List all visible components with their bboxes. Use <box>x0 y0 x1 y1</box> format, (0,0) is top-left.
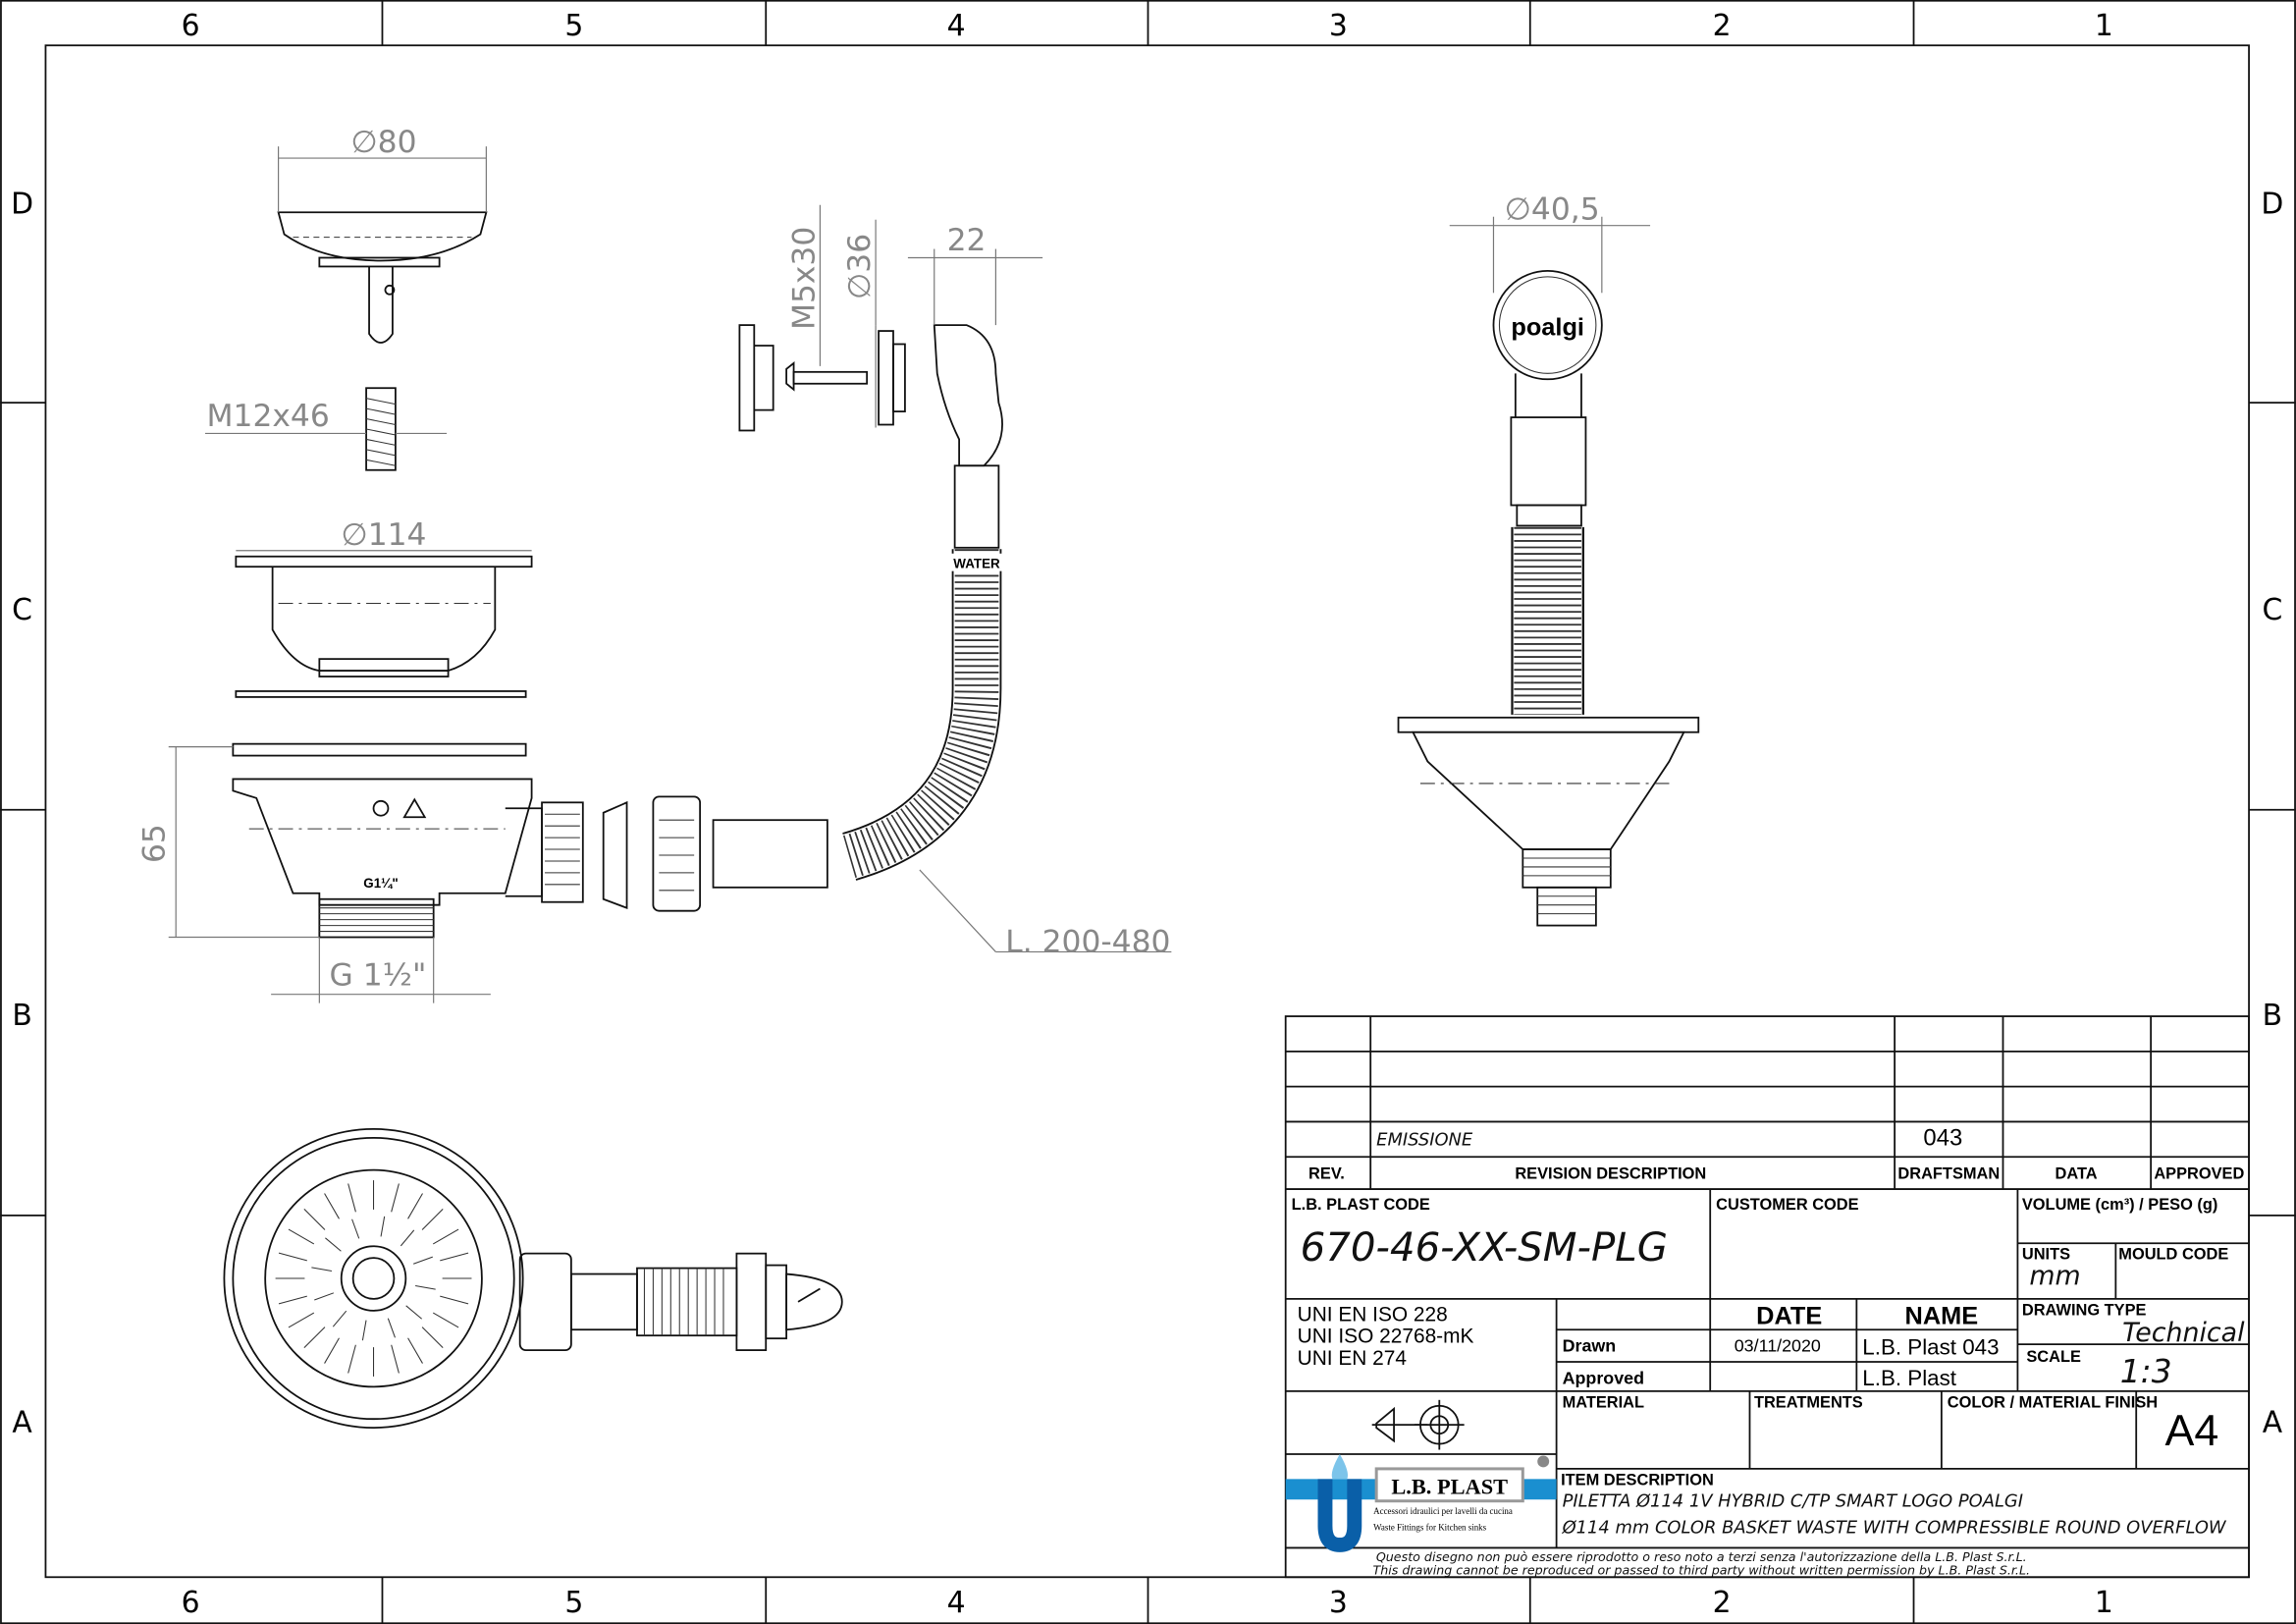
zone-row-b: B <box>12 999 31 1033</box>
flexible-hose: WATER L. 200-480 <box>841 464 1172 959</box>
treatments-label: TREATMENTS <box>1754 1393 1863 1411</box>
color-finish-label: COLOR / MATERIAL FINISH <box>1948 1393 2158 1411</box>
revision-description: EMISSIONE <box>1376 1129 1473 1150</box>
dim-overflow-dia-label: ∅36 <box>842 234 878 299</box>
dim-overflow-depth-label: 22 <box>947 223 987 258</box>
zone-col-2: 2 <box>1713 9 1732 43</box>
standard-2: UNI ISO 22768-mK <box>1298 1326 1474 1348</box>
lb-plast-code-label: L.B. PLAST CODE <box>1292 1196 1430 1214</box>
standard-3: UNI EN 274 <box>1298 1347 1407 1370</box>
zone-row-b-right: B <box>2263 999 2282 1033</box>
dim-body-height-label: 65 <box>136 824 172 863</box>
body-thread-marking: G1¼" <box>363 876 398 891</box>
zone-row-d: D <box>11 188 33 222</box>
item-description-2: Ø114 mm COLOR BASKET WASTE WITH COMPRESS… <box>1562 1518 2227 1539</box>
units-label: UNITS <box>2022 1246 2070 1264</box>
zone-col-5-bottom: 5 <box>564 1586 583 1620</box>
drawn-label: Drawn <box>1563 1336 1617 1356</box>
zone-col-5: 5 <box>564 9 583 43</box>
item-description-1: PILETTA Ø114 1V HYBRID C/TP SMART LOGO P… <box>1563 1491 2023 1512</box>
basket-flange: ∅114 <box>235 517 533 677</box>
zone-row-a-right: A <box>2263 1406 2283 1440</box>
standard-1: UNI EN ISO 228 <box>1298 1303 1448 1326</box>
gaskets <box>232 690 527 757</box>
dim-badge-dia-label: ∅40,5 <box>1505 192 1600 228</box>
name-header: NAME <box>1905 1302 1979 1329</box>
drawing-type-label: DRAWING TYPE <box>2022 1301 2147 1319</box>
dimension-body-height: 65 <box>136 746 320 939</box>
header-draftsman: DRAFTSMAN <box>1897 1165 2000 1183</box>
zone-col-6-bottom: 6 <box>182 1586 200 1620</box>
zone-col-2-bottom: 2 <box>1713 1586 1732 1620</box>
mould-code-label: MOULD CODE <box>2118 1246 2228 1264</box>
disclaimer-en: This drawing cannot be reproduced or pas… <box>1372 1562 2030 1577</box>
dim-strainer-dia-label: ∅80 <box>350 125 416 160</box>
date-header: DATE <box>1756 1302 1822 1329</box>
drawing-type: Technical <box>2122 1318 2245 1348</box>
approved-name: L.B. Plast <box>1862 1366 1956 1390</box>
zone-col-4: 4 <box>947 9 966 43</box>
lb-plast-code: 670-46-XX-SM-PLG <box>1301 1225 1668 1271</box>
customer-code-label: CUSTOMER CODE <box>1716 1196 1858 1214</box>
revision-table: EMISSIONE 043 REV. REVISION DESCRIPTION … <box>1308 1124 2244 1182</box>
item-description-label: ITEM DESCRIPTION <box>1561 1471 1714 1489</box>
zone-row-d-right: D <box>2261 188 2283 222</box>
units-value: mm <box>2029 1261 2080 1291</box>
drawn-date: 03/11/2020 <box>1735 1336 1821 1356</box>
header-data: DATA <box>2056 1165 2098 1183</box>
lb-plast-logo: L.B. PLAST Accessori idraulici per lavel… <box>1285 1453 1557 1552</box>
overflow-cover: M5x30 ∅36 22 <box>738 204 1043 467</box>
volume-label: VOLUME (cm³) / PESO (g) <box>2022 1196 2217 1214</box>
zone-col-1-bottom: 1 <box>2095 1586 2113 1620</box>
side-view-assembly: poalgi ∅40,5 <box>1397 192 1700 927</box>
zone-col-3-bottom: 3 <box>1329 1586 1348 1620</box>
title-block: EMISSIONE 043 REV. REVISION DESCRIPTION … <box>1284 1015 2250 1579</box>
screw-m12: M12x46 <box>205 387 448 471</box>
dimension-outlet-thread: G 1½" <box>271 937 491 1003</box>
zone-col-6: 6 <box>182 9 200 43</box>
zone-row-c-right: C <box>2263 593 2283 627</box>
dim-screw-label: M12x46 <box>207 399 330 434</box>
dim-outlet-thread-label: G 1½" <box>330 958 427 994</box>
plan-view <box>223 1128 843 1430</box>
logo-tagline-it: Accessori idraulici per lavelli da cucin… <box>1373 1506 1513 1516</box>
zone-col-1: 1 <box>2095 9 2113 43</box>
dim-basket-dia-label: ∅114 <box>341 517 426 553</box>
logo-name: L.B. PLAST <box>1391 1474 1508 1498</box>
zone-row-c: C <box>12 593 32 627</box>
approved-label: Approved <box>1563 1368 1644 1387</box>
scale-value: 1:3 <box>2120 1353 2172 1390</box>
projection-symbol-icon <box>1371 1399 1465 1450</box>
dim-overflow-screw-label: M5x30 <box>786 227 822 330</box>
sheet-size: A4 <box>2165 1406 2219 1455</box>
material-label: MATERIAL <box>1563 1393 1644 1411</box>
zone-labels: 6 5 4 3 2 1 6 5 4 3 2 1 D C B A D C B A <box>11 9 2283 1620</box>
logo-tagline-en: Waste Fittings for Kitchen sinks <box>1373 1523 1486 1533</box>
hose-water-label: WATER <box>953 557 1000 571</box>
header-rev: REV. <box>1308 1165 1345 1183</box>
drawn-name: L.B. Plast 043 <box>1862 1335 1999 1360</box>
zone-col-4-bottom: 4 <box>947 1586 966 1620</box>
zone-col-3: 3 <box>1329 9 1348 43</box>
disclaimer-it: Questo disegno non può essere riprodotto… <box>1376 1549 2027 1564</box>
waste-body: G1¼" <box>232 778 828 939</box>
header-approved: APPROVED <box>2154 1165 2244 1183</box>
badge-logo-text: poalgi <box>1511 314 1584 342</box>
header-revision-description: REVISION DESCRIPTION <box>1515 1165 1706 1183</box>
dimension-strainer-dia: ∅80 <box>277 125 487 213</box>
scale-label: SCALE <box>2026 1348 2081 1366</box>
revision-draftsman: 043 <box>1923 1124 1962 1151</box>
strainer-plug <box>277 211 488 344</box>
dim-hose-length-label: L. 200-480 <box>1005 924 1170 959</box>
zone-row-a: A <box>12 1406 32 1440</box>
